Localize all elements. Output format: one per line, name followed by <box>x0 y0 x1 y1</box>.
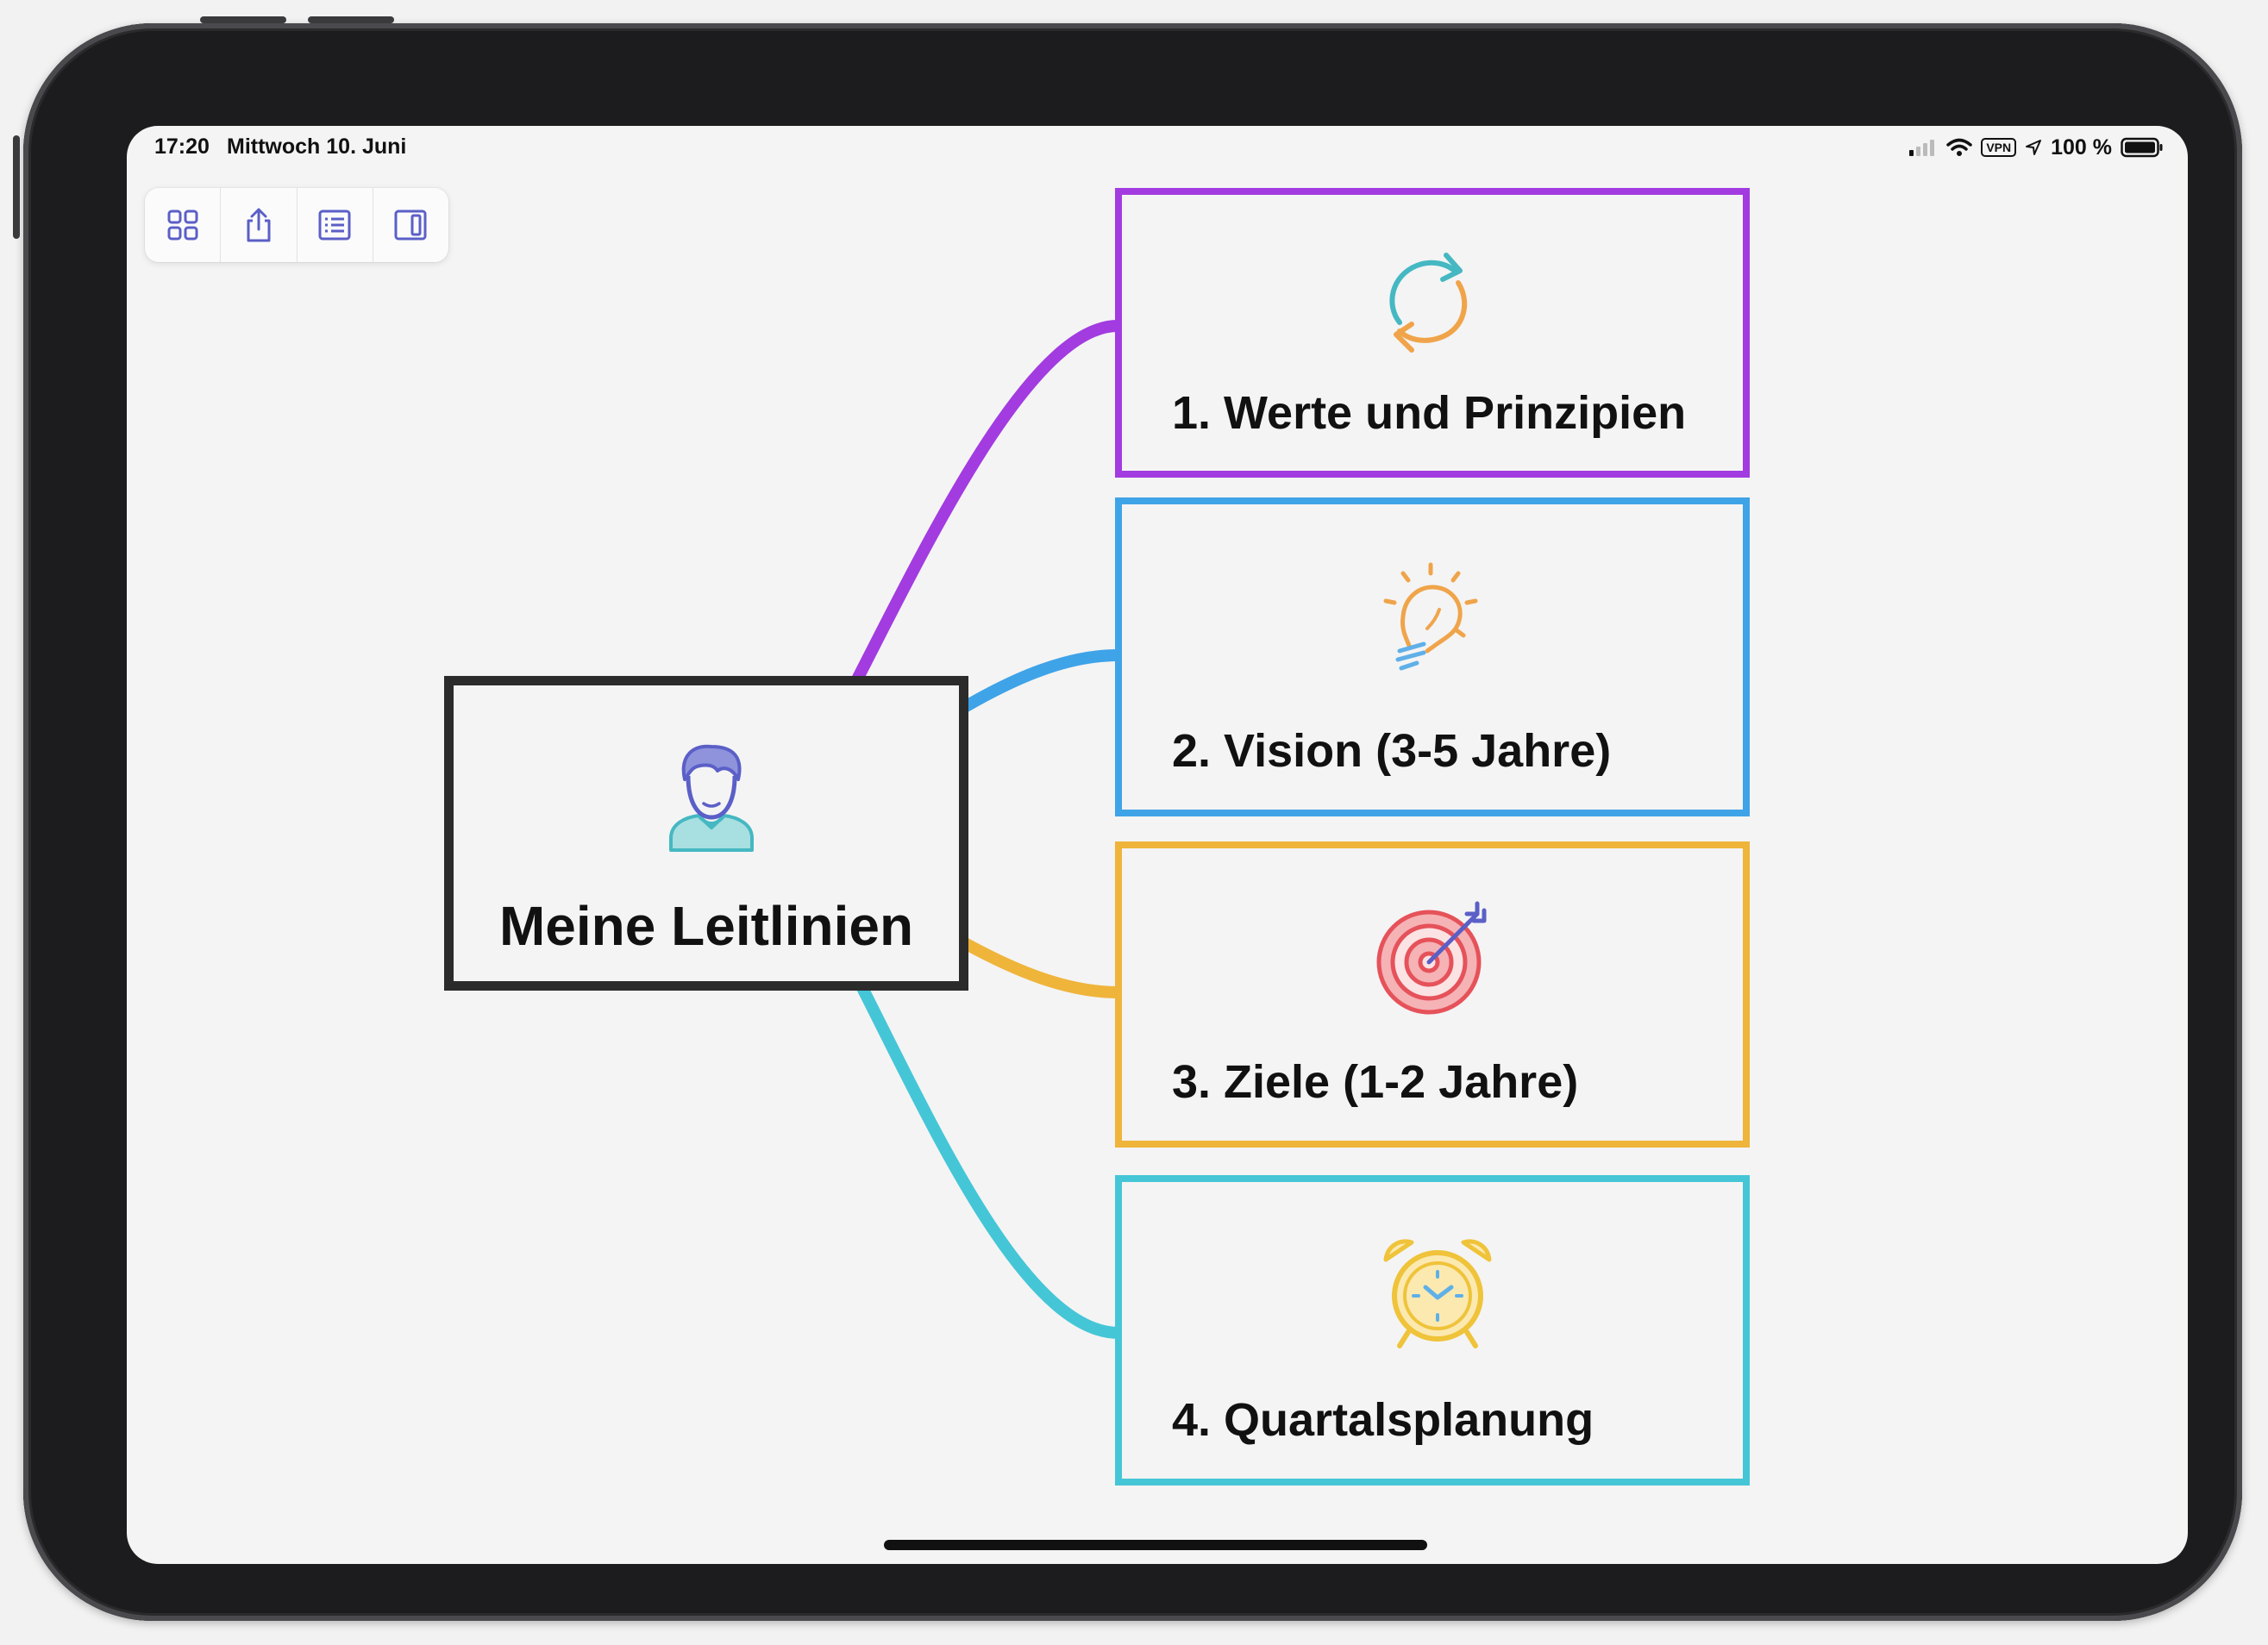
root-label: Meine Leitlinien <box>498 895 914 957</box>
lightbulb-icon <box>1383 562 1478 671</box>
home-indicator[interactable] <box>884 1540 1427 1550</box>
share-button[interactable] <box>221 188 298 262</box>
top-button-2 <box>308 16 394 23</box>
connector-quartal <box>852 973 1125 1339</box>
refresh-cycle-icon <box>1389 253 1468 353</box>
status-date: Mittwoch 10. Juni <box>227 134 407 159</box>
battery-icon <box>2121 137 2163 158</box>
sidebar-icon <box>394 210 427 241</box>
outline-button[interactable] <box>298 188 373 262</box>
status-bar: 17:20 Mittwoch 10. Juni VPN 1 <box>127 126 2188 169</box>
branch-label-quartal: 4. Quartalsplanung <box>1172 1394 1594 1446</box>
branch-node-ziele[interactable]: 3. Ziele (1-2 Jahre) <box>1115 841 1750 1148</box>
branch-label-ziele: 3. Ziele (1-2 Jahre) <box>1172 1056 1579 1108</box>
connector-vision <box>957 649 1125 714</box>
top-button-1 <box>200 16 286 23</box>
vpn-badge: VPN <box>1981 138 2017 157</box>
mindmap-root-node[interactable]: Meine Leitlinien <box>444 676 968 991</box>
branch-node-werte[interactable]: 1. Werte und Prinzipien <box>1115 188 1750 478</box>
status-time: 17:20 <box>154 134 210 159</box>
person-icon <box>669 744 754 852</box>
canvas-toolbar <box>145 188 448 262</box>
share-icon <box>247 208 271 242</box>
outline-icon <box>318 210 351 241</box>
grid-view-button[interactable] <box>145 188 222 262</box>
target-icon <box>1376 901 1487 1015</box>
cellular-signal-icon <box>1909 140 1935 156</box>
branch-label-werte: 1. Werte und Prinzipien <box>1172 387 1687 439</box>
connector-ziele <box>957 936 1125 998</box>
battery-percent: 100 % <box>2051 134 2112 159</box>
branch-node-quartal[interactable]: 4. Quartalsplanung <box>1115 1175 1750 1486</box>
volume-button <box>13 135 20 239</box>
wifi-icon <box>1946 138 1973 156</box>
status-indicators: VPN 100 % <box>1908 134 2164 160</box>
location-arrow-icon <box>2026 140 2042 155</box>
ipad-frame: 17:20 Mittwoch 10. Juni VPN 1 <box>13 16 2242 1621</box>
mindmap-connectors <box>852 319 1125 1339</box>
branch-node-vision[interactable]: 2. Vision (3-5 Jahre) <box>1115 497 1750 816</box>
alarm-clock-icon <box>1383 1239 1492 1348</box>
screen: 17:20 Mittwoch 10. Juni VPN 1 <box>127 126 2188 1564</box>
grid-icon <box>167 210 198 241</box>
branch-label-vision: 2. Vision (3-5 Jahre) <box>1172 725 1612 777</box>
sidebar-toggle-button[interactable] <box>373 188 448 262</box>
connector-werte <box>852 319 1125 684</box>
